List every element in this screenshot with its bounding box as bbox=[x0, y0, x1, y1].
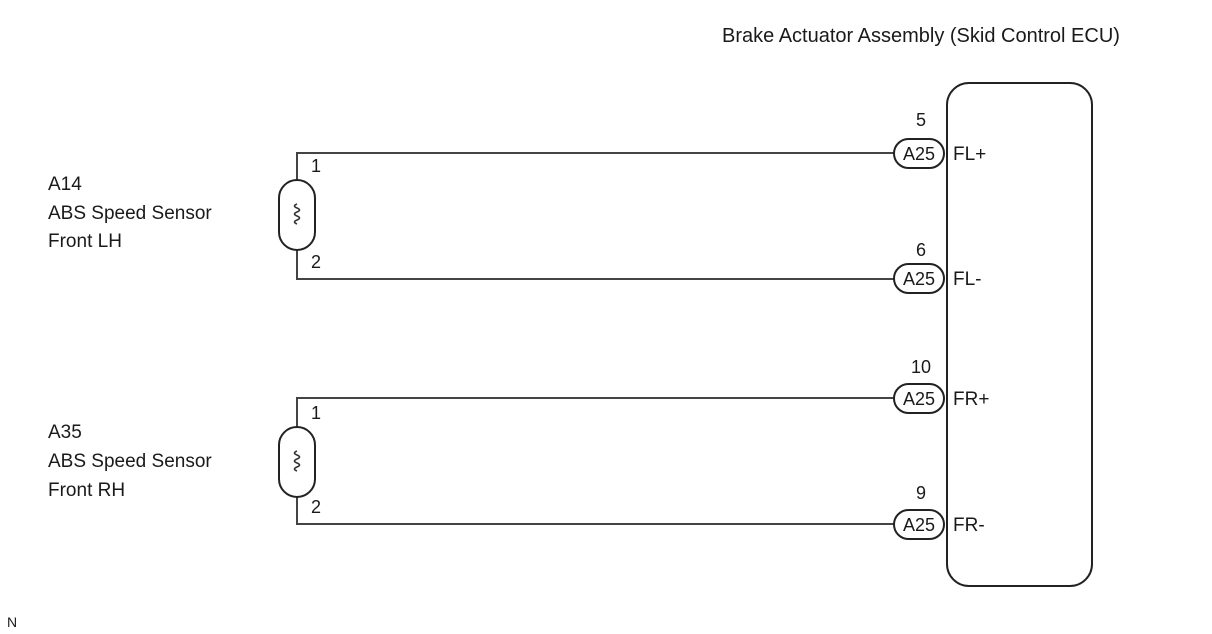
sensor-a14-name: ABS Speed Sensor bbox=[48, 203, 212, 224]
connector-badge bbox=[893, 509, 945, 540]
terminal-signal: FR+ bbox=[953, 389, 989, 410]
terminal-pin-number: 6 bbox=[916, 240, 926, 260]
terminal-fr-plus: 10 A25 FR+ bbox=[893, 357, 989, 414]
sensor-a35-position: Front RH bbox=[48, 480, 125, 501]
connector-badge bbox=[893, 138, 945, 169]
sensor-a35-pin-bottom: 2 bbox=[311, 497, 321, 517]
sensor-a35-code: A35 bbox=[48, 422, 82, 443]
terminal-signal: FL+ bbox=[953, 144, 986, 165]
terminal-signal: FR- bbox=[953, 515, 985, 536]
sensor-a14-body bbox=[278, 179, 316, 251]
terminal-signal: FL- bbox=[953, 269, 982, 290]
sensor-a35-name: ABS Speed Sensor bbox=[48, 451, 212, 472]
sensor-a14-position: Front LH bbox=[48, 231, 122, 252]
terminal-pin-number: 5 bbox=[916, 110, 926, 130]
terminal-fl-plus: 5 A25 FL+ bbox=[893, 110, 986, 169]
coil-icon bbox=[293, 203, 301, 225]
connector-label: A25 bbox=[903, 269, 935, 289]
footer-mark: N bbox=[7, 614, 17, 630]
ecu-box bbox=[946, 82, 1093, 587]
wire-fr-plus bbox=[296, 397, 895, 440]
wire-fl-plus bbox=[296, 152, 895, 277]
terminal-pin-number: 9 bbox=[916, 483, 926, 503]
connector-badge bbox=[893, 383, 945, 414]
connector-label: A25 bbox=[903, 144, 935, 164]
coil-icon bbox=[293, 450, 301, 472]
terminal-fr-minus: 9 A25 FR- bbox=[893, 483, 985, 540]
wire-fr-minus bbox=[296, 490, 895, 525]
terminal-pin-number: 10 bbox=[911, 357, 931, 377]
sensor-a35-pin-top: 1 bbox=[311, 403, 321, 423]
connector-label: A25 bbox=[903, 389, 935, 409]
sensor-a14-pin-top: 1 bbox=[311, 156, 321, 176]
sensor-a35: 1 2 A35 ABS Speed Sensor Front RH bbox=[48, 403, 321, 517]
terminal-fl-minus: 6 A25 FL- bbox=[893, 240, 982, 294]
connector-label: A25 bbox=[903, 515, 935, 535]
wire-fl-minus bbox=[296, 240, 895, 280]
connector-badge bbox=[893, 263, 945, 294]
sensor-a35-body bbox=[278, 426, 316, 498]
sensor-a14-pin-bottom: 2 bbox=[311, 252, 321, 272]
sensor-a14-code: A14 bbox=[48, 174, 82, 195]
sensor-a14: 1 2 A14 ABS Speed Sensor Front LH bbox=[48, 156, 321, 272]
ecu-title: Brake Actuator Assembly (Skid Control EC… bbox=[722, 25, 1120, 47]
